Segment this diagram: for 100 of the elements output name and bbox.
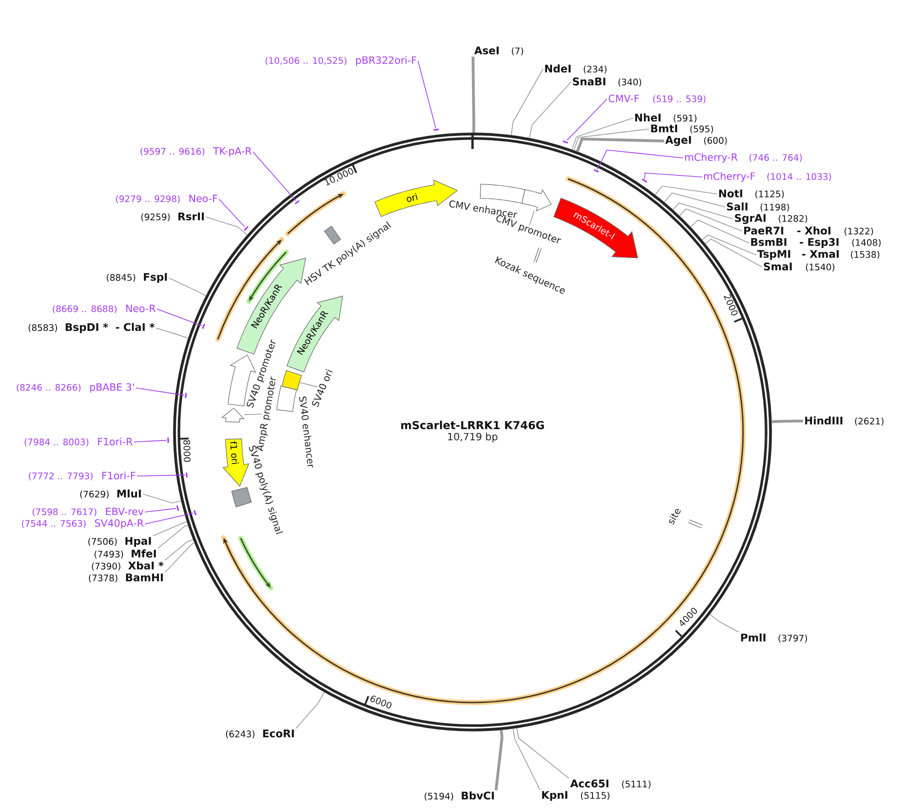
site-mark: site — [669, 508, 703, 528]
leader-line — [134, 440, 167, 442]
leader-line — [516, 728, 570, 779]
enzyme-label: (8845) FspI — [106, 273, 167, 283]
enzyme-label: AseI (7) — [474, 46, 524, 56]
primer-mark — [176, 505, 180, 511]
leader-line — [156, 328, 189, 338]
leader-line — [572, 118, 634, 150]
enzyme-label: Acc65I (5111) — [570, 780, 650, 788]
leader-line — [158, 524, 188, 549]
tick-label: 2000 — [724, 294, 738, 316]
enzyme-label: (7390) XbaI * — [92, 561, 164, 571]
leader-line — [218, 198, 245, 228]
primer-label: mCherry-R (746 .. 764) — [685, 153, 802, 163]
leader-line — [164, 539, 194, 561]
leader-line — [654, 186, 718, 196]
leader-line — [596, 150, 684, 170]
leader-line — [529, 210, 535, 226]
leader-line — [252, 152, 296, 201]
primer-mark — [594, 169, 599, 173]
leader-line — [672, 202, 734, 220]
enzyme-label: (5194) BbvCI — [424, 791, 494, 801]
primer-mark — [642, 178, 648, 183]
enzyme-label: TspMI - XmaI (1538) — [757, 250, 880, 260]
feature-block — [221, 408, 245, 423]
primer-label: (9597 .. 9616) TK-pA-R — [140, 147, 252, 157]
primer-mark — [184, 392, 187, 398]
primer-mark — [244, 226, 248, 231]
leader-line — [164, 542, 195, 573]
enzyme-label: SnaBI (340) — [572, 78, 642, 86]
leader-line — [299, 382, 318, 388]
enzyme-label: AgeI (600) — [665, 136, 727, 146]
enzyme-label: (7629) MluI — [80, 489, 141, 499]
primer-label: (8669 .. 8688) Neo-R — [52, 304, 156, 314]
enzyme-label: SgrAI (1282) — [734, 214, 808, 224]
enzyme-label: KpnI (5115) — [542, 791, 610, 801]
enzyme-label: (8583) BspDI * - ClaI * — [28, 322, 155, 334]
leader-line — [136, 388, 185, 396]
primer-label: (7984 .. 8003) F1ori-R — [24, 438, 133, 446]
primer-label: (9279 .. 9298) Neo-F — [116, 194, 218, 204]
primer-label: (7772 .. 7793) F1ori-F — [28, 472, 136, 480]
primer-mark — [562, 140, 568, 144]
feature-box — [282, 370, 302, 390]
enzyme-label: PaeR7I - XhoI (1322) — [744, 226, 873, 236]
enzyme-label: BmtI (595) — [651, 124, 713, 134]
leader-line — [574, 128, 650, 151]
primer-label: (7544 .. 7563) SV40pA-R — [22, 519, 144, 529]
primer-mark — [433, 128, 439, 131]
leader-line — [710, 614, 740, 633]
feature-box: SV40 enhancer — [276, 386, 314, 468]
leader-line — [566, 98, 608, 141]
enzyme-label: PmlI (3797) — [741, 633, 807, 643]
enzyme-label: (7493) MfeI — [94, 549, 156, 559]
primer-mark — [186, 472, 188, 478]
enzyme-label: SalI (1198) — [726, 202, 789, 212]
primer-label: CMV-F (519 .. 539) — [608, 94, 706, 104]
leader-line — [296, 692, 325, 729]
enzyme-label: (7378) BamHI — [88, 574, 163, 582]
tick-label: 8000 — [183, 440, 191, 462]
leader-line — [144, 508, 176, 512]
primer-mark — [202, 324, 206, 329]
enzyme-label: (9259) RsrII — [141, 212, 204, 222]
leader-line — [494, 730, 504, 790]
leader-line — [772, 420, 804, 424]
leader-line — [206, 216, 248, 236]
leader-line — [156, 308, 202, 326]
leader-line — [664, 192, 726, 208]
feature-block: f1 ori — [222, 438, 250, 487]
plasmid-name: mScarlet-LRRK1 K746G — [401, 420, 544, 430]
enzyme-label: HindIII (2621) — [805, 416, 884, 426]
leader-line — [152, 521, 188, 536]
leader-line — [472, 56, 476, 132]
leader-line — [644, 172, 702, 180]
leader-line — [142, 494, 182, 504]
enzyme-label: (6243) EcoRI — [226, 730, 294, 738]
primer-mark — [194, 510, 196, 516]
primer-mark — [294, 200, 300, 204]
leader-line — [529, 82, 572, 138]
leader-line — [576, 138, 664, 152]
leader-line — [512, 728, 540, 790]
primer-label: (7598 .. 7617) EBV-rev — [32, 508, 144, 516]
leader-line — [168, 278, 206, 296]
node-label: SV40 enhancer — [299, 396, 314, 468]
enzyme-label: BsmBI - Esp3I (1408) — [751, 238, 881, 248]
primer-label: mCherry-F (1014 .. 1033) — [704, 172, 831, 182]
leader-line — [144, 512, 194, 524]
leader-line — [690, 220, 750, 244]
leader-line — [510, 68, 544, 136]
primer-mark — [167, 438, 169, 443]
primer-label: (10,506 .. 10,525) pBR322ori-F — [266, 56, 416, 66]
enzyme-label: NheI (591) — [635, 113, 696, 123]
leader-line — [704, 238, 762, 268]
enzyme-label: NotI (1125) — [719, 190, 784, 198]
plasmid-size: 10,719 bp — [448, 432, 498, 442]
enzyme-label: NdeI (234) — [545, 64, 606, 74]
leader-line — [702, 234, 756, 256]
enzyme-label: SmaI (1540) — [764, 262, 834, 272]
feature-block — [522, 189, 552, 212]
enzyme-label: (7506) HpaI — [88, 537, 151, 547]
leader-line — [244, 414, 262, 416]
